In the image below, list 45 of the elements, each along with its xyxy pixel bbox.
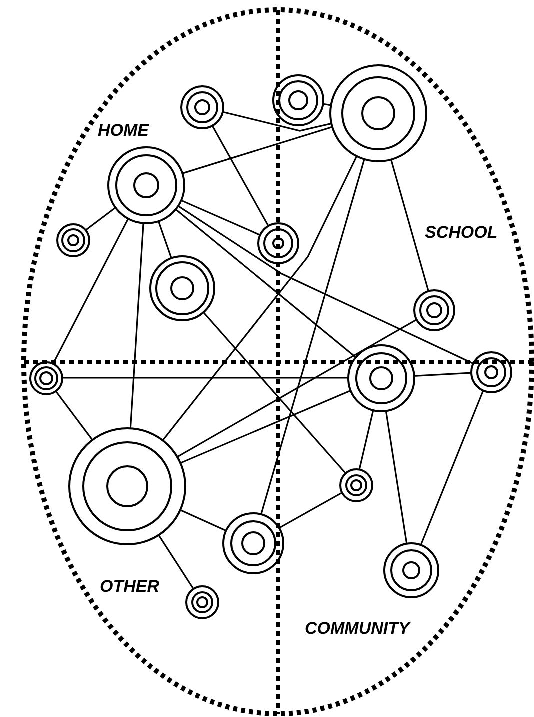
- concentric-circle-node: [470, 350, 512, 394]
- concentric-circle-node: [338, 468, 374, 502]
- connector-line: [130, 222, 144, 428]
- concentric-circle-node: [222, 512, 284, 574]
- connector-line: [222, 111, 332, 132]
- connector-line: [54, 390, 93, 440]
- connector-line: [85, 207, 116, 232]
- concentric-circle-node: [346, 344, 416, 412]
- connector-line: [414, 372, 472, 377]
- connector-line: [162, 156, 358, 441]
- connector-line: [158, 534, 194, 590]
- connector-line: [180, 200, 260, 236]
- concentric-circle-node: [412, 288, 456, 332]
- concentric-circle-node: [68, 426, 186, 546]
- concentric-circle-node: [256, 222, 300, 264]
- connector-line: [180, 390, 351, 464]
- concentric-circle-node: [184, 584, 220, 620]
- concentric-circle-node: [28, 360, 64, 396]
- connector-line: [390, 158, 430, 292]
- connector-line: [182, 126, 332, 174]
- quadrant-label: OTHER: [100, 578, 160, 595]
- concentric-circle-node: [272, 74, 324, 126]
- connector-line: [177, 205, 474, 364]
- connector-line: [278, 492, 342, 529]
- connector-line: [420, 390, 484, 546]
- connector-line: [202, 311, 346, 474]
- concentric-circle-node: [382, 542, 440, 598]
- connector-line: [179, 509, 226, 532]
- concentric-circle-node: [148, 254, 216, 322]
- connector-line: [260, 158, 366, 514]
- concentric-circle-node: [328, 64, 428, 162]
- concentric-circle-node: [106, 146, 186, 224]
- connector-line: [62, 377, 348, 379]
- concentric-circle-node: [56, 222, 90, 258]
- concentric-circle-node: [180, 84, 224, 130]
- connector-line: [358, 410, 374, 470]
- quadrant-label: HOME: [98, 122, 149, 139]
- quadrant-label: COMMUNITY: [305, 620, 410, 637]
- connector-line: [158, 220, 172, 258]
- connector-line: [322, 103, 331, 106]
- connector-line: [212, 124, 269, 226]
- quadrant-label: SCHOOL: [425, 224, 498, 241]
- connector-line: [174, 208, 356, 358]
- connector-line: [176, 319, 417, 458]
- connector-line: [385, 410, 408, 544]
